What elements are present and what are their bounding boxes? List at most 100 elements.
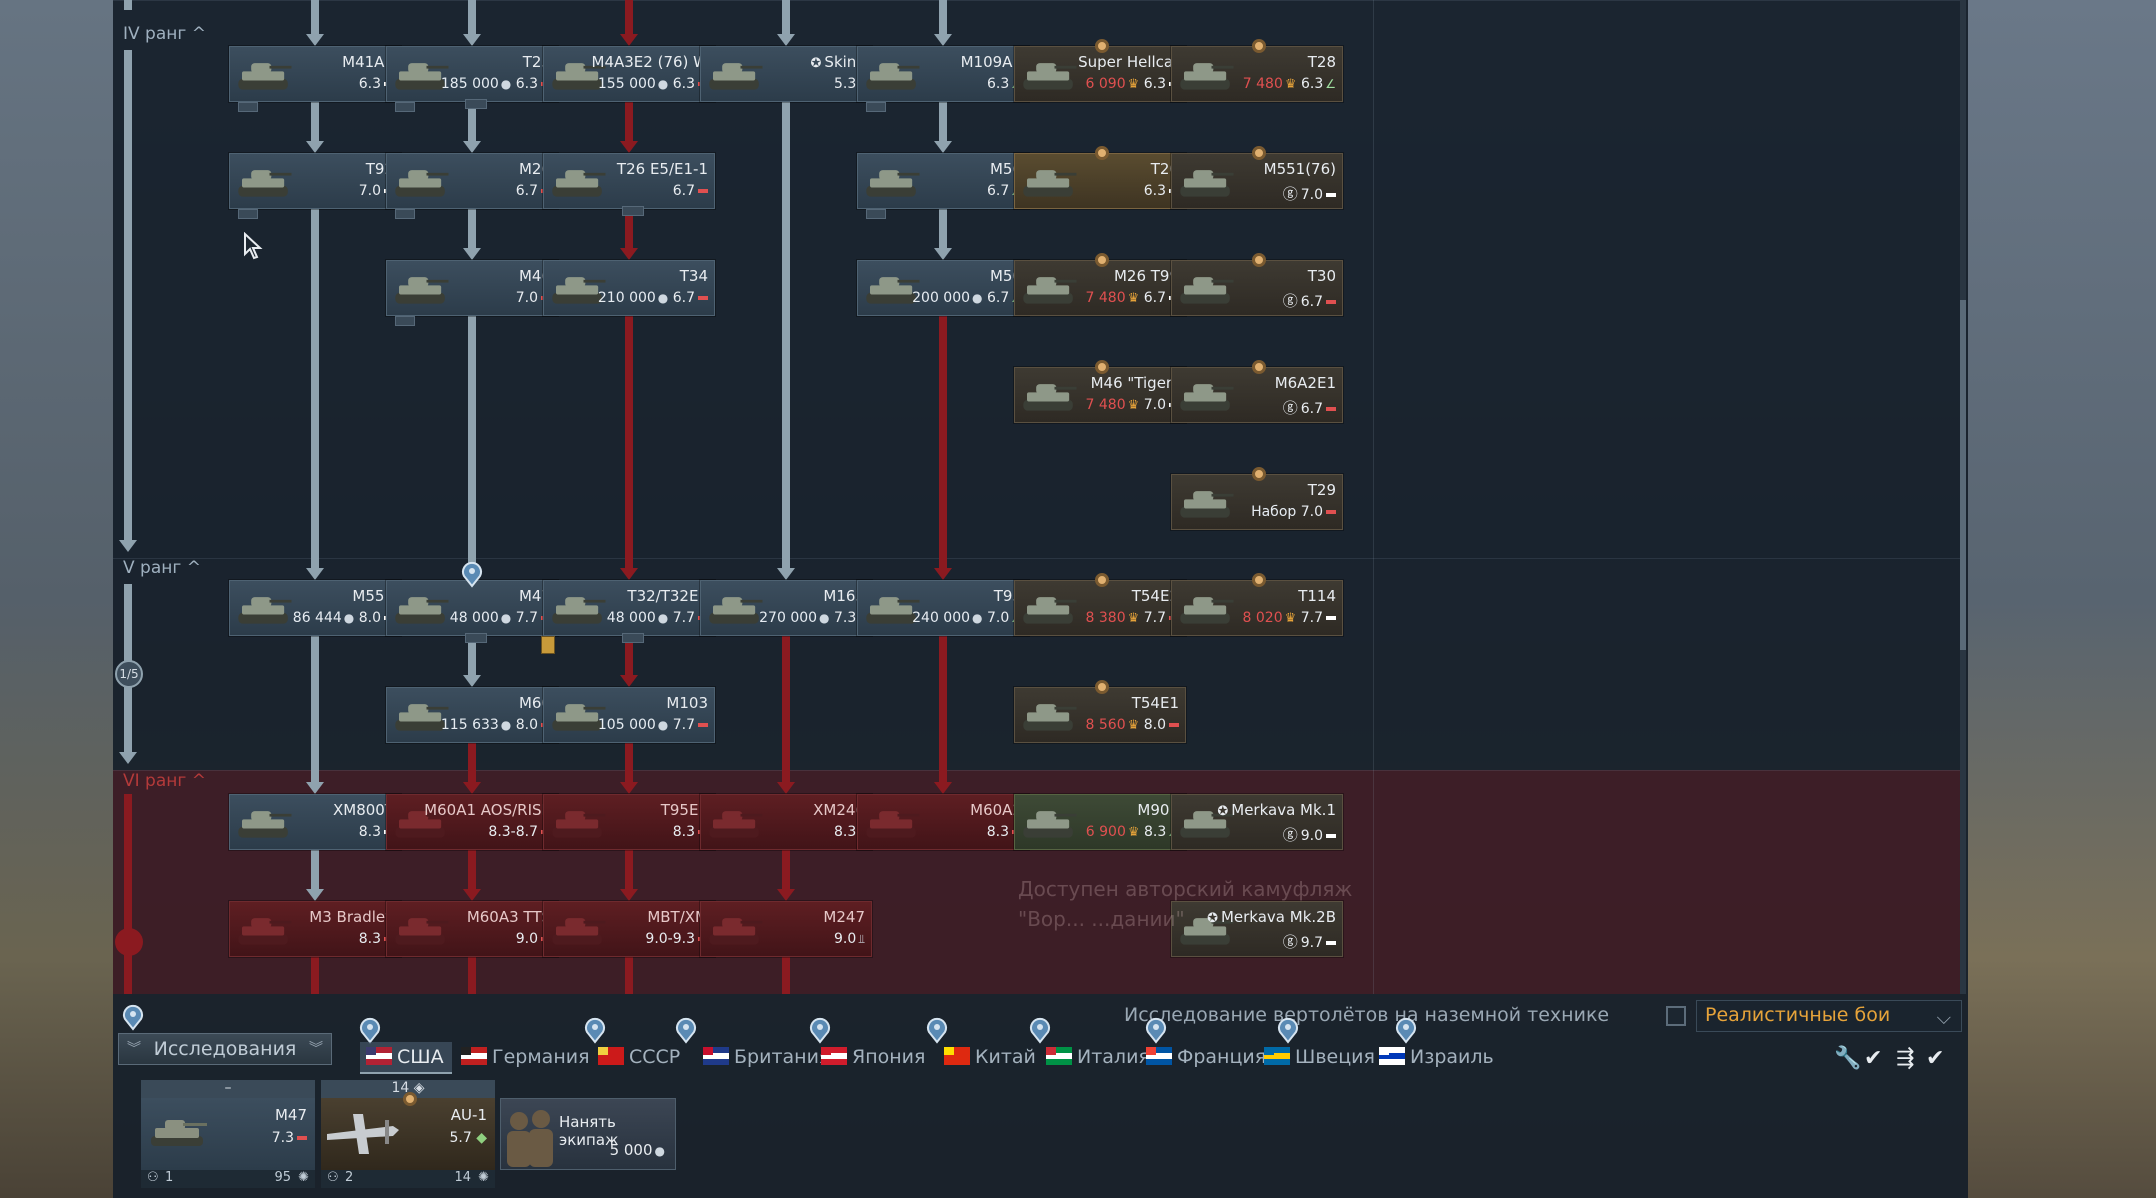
tree-connector xyxy=(939,316,947,568)
vehicle-stats: 8 020♛ 7.7 xyxy=(1243,610,1336,626)
crew-vehicle-card[interactable]: M47 7.3 xyxy=(141,1098,315,1170)
research-pin-icon[interactable] xyxy=(1144,1016,1168,1044)
wrench-icon[interactable]: 🔧 xyxy=(1834,1046,1862,1071)
research-pin-icon[interactable] xyxy=(925,1016,949,1044)
tab-nation[interactable]: Япония xyxy=(815,1042,933,1074)
group-tab[interactable] xyxy=(465,633,487,643)
rank-vi-label[interactable]: VI ранг ^ xyxy=(123,771,206,791)
vehicle-name: M60 xyxy=(518,694,551,712)
research-pin-icon[interactable] xyxy=(1028,1016,1052,1044)
crew-slot-1[interactable]: – M47 7.3 ⚇ 1 95 ✺ xyxy=(141,1080,315,1188)
folder-tab[interactable] xyxy=(238,102,258,112)
tab-nation[interactable]: Италия xyxy=(1040,1042,1158,1074)
vehicle-br: 6.3 xyxy=(986,76,1010,92)
tank-icon xyxy=(238,170,292,197)
check-all-icon[interactable]: ✔ xyxy=(1926,1046,1945,1071)
folder-tab[interactable] xyxy=(395,316,415,326)
rank-iv-label[interactable]: IV ранг ^ xyxy=(123,24,206,44)
research-button[interactable]: ︾ Исследования ︾ xyxy=(118,1033,332,1065)
tab-nation[interactable]: Британия xyxy=(697,1042,838,1074)
check-icon[interactable]: ✔ xyxy=(1864,1046,1883,1071)
vehicle-name: T28 xyxy=(1307,53,1336,71)
research-pin-icon[interactable] xyxy=(583,1016,607,1044)
tree-scrollbar[interactable] xyxy=(1960,0,1966,994)
crew-slot-2[interactable]: 14 ◈ AU-1 5.7 ◆ ⚇ 2 14 ✺ xyxy=(321,1080,495,1188)
research-pin-icon[interactable] xyxy=(1394,1016,1418,1044)
hire-crew-button[interactable]: Нанять экипаж 5 000● xyxy=(500,1098,676,1170)
tab-nation[interactable]: СССР xyxy=(592,1042,688,1074)
folder-tab[interactable] xyxy=(866,102,886,112)
research-pin-icon[interactable] xyxy=(460,560,484,588)
double-check-icon[interactable]: ⇶ xyxy=(1896,1046,1915,1071)
group-tab[interactable] xyxy=(622,206,644,216)
scrollbar-thumb[interactable] xyxy=(1960,300,1966,650)
group-tab[interactable] xyxy=(465,99,487,109)
rank-v-label[interactable]: V ранг ^ xyxy=(123,558,201,578)
tab-nation[interactable]: Франция xyxy=(1140,1042,1274,1074)
research-pin-icon[interactable] xyxy=(674,1016,698,1044)
folder-tab[interactable] xyxy=(395,209,415,219)
group-tab[interactable] xyxy=(622,633,644,643)
tab-nation[interactable]: Израиль xyxy=(1373,1042,1502,1074)
game-mode-select[interactable]: Реалистичные бои ⌵ xyxy=(1696,1000,1962,1032)
research-pin-icon[interactable] xyxy=(358,1016,382,1044)
research-pin-icon[interactable] xyxy=(808,1016,832,1044)
tab-nation[interactable]: Швеция xyxy=(1258,1042,1383,1074)
tab-nation[interactable]: Германия xyxy=(455,1042,598,1074)
vehicle-cost: 48 000 xyxy=(606,610,656,626)
research-pin-icon[interactable] xyxy=(121,1003,145,1031)
folder-tab[interactable] xyxy=(395,102,415,112)
vehicle-card[interactable]: M46 "Tiger"7 480♛ 7.0 xyxy=(1014,360,1186,423)
crew-vehicle-card[interactable]: AU-1 5.7 ◆ xyxy=(321,1092,495,1170)
tab-nation[interactable]: Китай xyxy=(938,1042,1044,1074)
folder-tab[interactable] xyxy=(238,209,258,219)
tab-nation[interactable]: США xyxy=(360,1042,452,1074)
heli-research-checkbox[interactable] xyxy=(1666,1006,1686,1026)
folder-tab[interactable] xyxy=(866,209,886,219)
research-pin-icon[interactable] xyxy=(1276,1016,1300,1044)
premium-icon xyxy=(403,1092,417,1106)
